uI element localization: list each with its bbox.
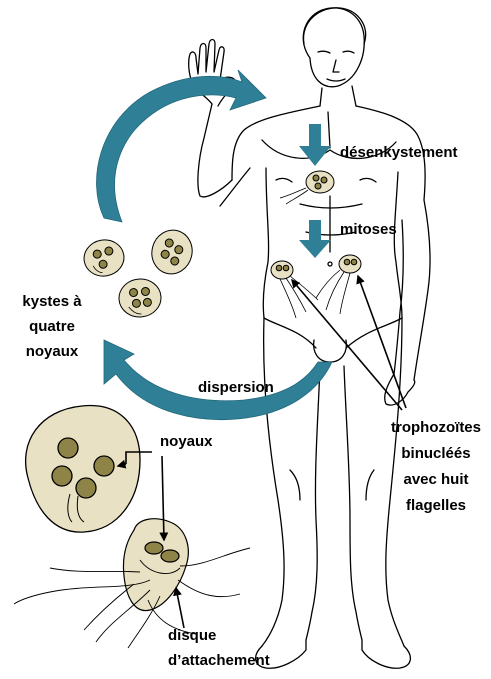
cyst-icon (117, 277, 162, 319)
label-kystes: kystes à quatre noyaux (22, 293, 82, 360)
down-arrow-icon (299, 124, 331, 166)
label-kystes-line3: noyaux (26, 343, 79, 360)
human-figure-icon (189, 8, 430, 668)
label-desenkystement: désenkystement (340, 144, 458, 161)
cyst-icon (280, 171, 334, 204)
trophozoite-icon (271, 261, 318, 318)
label-kystes-line1: kystes à (22, 293, 82, 310)
label-tropho-line4: flagelles (406, 497, 466, 514)
label-dispersion: dispersion (198, 379, 274, 396)
label-noyaux: noyaux (160, 433, 213, 450)
cyst-icon (147, 226, 197, 279)
cyst-detail-icon (26, 406, 140, 533)
label-disque-line2: d’attachement (168, 652, 270, 669)
label-tropho-line2: binucléés (401, 445, 470, 462)
label-disque: disque d’attachement (168, 627, 270, 669)
label-tropho-line3: avec huit (403, 471, 468, 488)
down-arrow-icon (299, 220, 331, 258)
label-tropho-line1: trophozoïtes (391, 419, 481, 436)
trophozoite-icon (316, 255, 361, 314)
label-trophozoites: trophozoïtes binucléés avec huit flagell… (391, 419, 481, 514)
label-kystes-line2: quatre (29, 318, 75, 335)
cycle-arrow-icon (96, 70, 332, 420)
label-mitoses: mitoses (340, 221, 397, 238)
cyst-icon (81, 237, 127, 279)
label-disque-line1: disque (168, 627, 216, 644)
